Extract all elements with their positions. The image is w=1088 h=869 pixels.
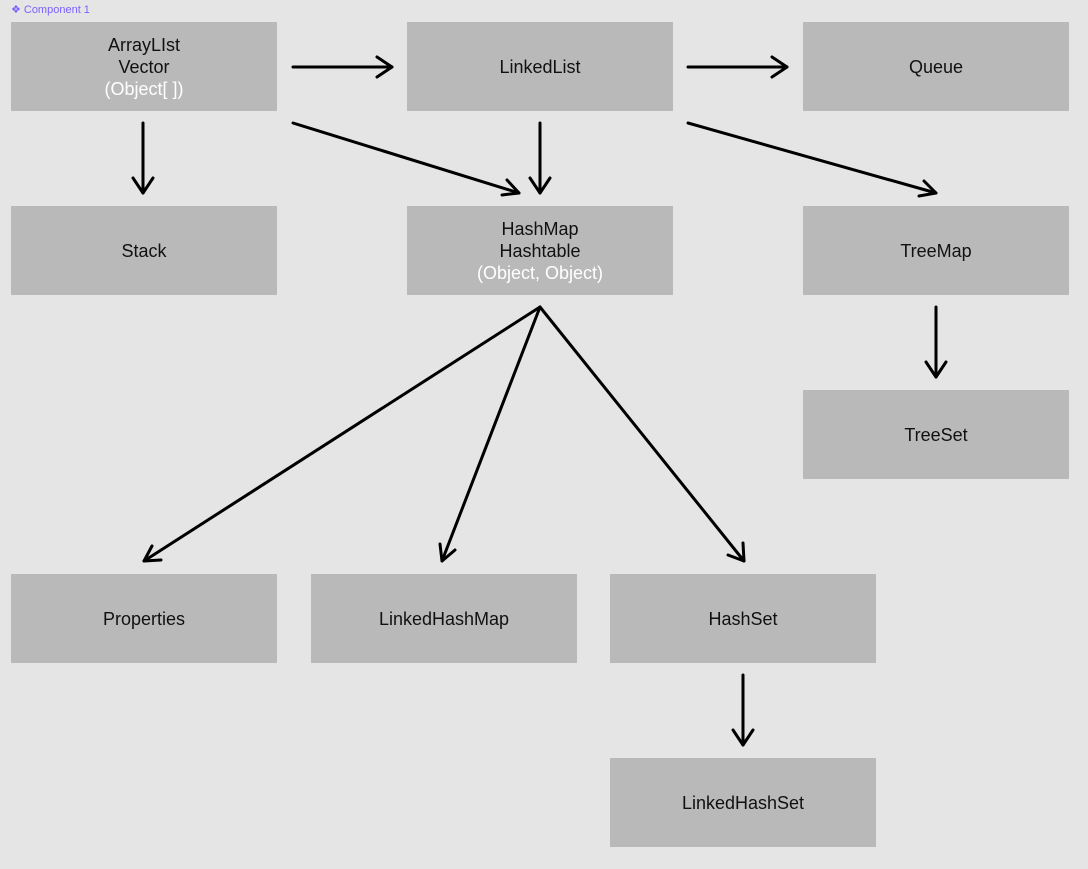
- node-properties[interactable]: Properties: [11, 574, 277, 663]
- edge-linkedlist-queue: [686, 55, 789, 79]
- node-label: HashSet: [708, 608, 778, 629]
- node-label: Vector: [118, 56, 170, 77]
- node-linkedlist[interactable]: LinkedList: [407, 22, 673, 111]
- edge-arraylist-linkedlist: [291, 55, 394, 79]
- component-icon: ❖: [11, 3, 21, 16]
- node-label: TreeSet: [904, 424, 968, 445]
- node-label: TreeMap: [900, 240, 972, 261]
- edge-hashmap-properties: [142, 305, 542, 563]
- node-label: Hashtable: [499, 240, 581, 261]
- node-type-label: (Object, Object): [476, 262, 604, 283]
- edge-treemap-treeset: [924, 305, 948, 379]
- node-label: LinkedHashMap: [378, 608, 510, 629]
- node-label: Stack: [121, 240, 167, 261]
- node-hashmap-hashtable[interactable]: HashMap Hashtable (Object, Object): [407, 206, 673, 295]
- node-linkedhashmap[interactable]: LinkedHashMap: [311, 574, 577, 663]
- node-label: LinkedList: [499, 56, 581, 77]
- edge-linkedlist-hashmap: [528, 121, 552, 195]
- component-label[interactable]: ❖ Component 1: [11, 4, 90, 16]
- node-label: HashMap: [501, 218, 579, 239]
- edge-arraylist-stack: [131, 121, 155, 195]
- node-label: Properties: [102, 608, 186, 629]
- node-treeset[interactable]: TreeSet: [803, 390, 1069, 479]
- node-queue[interactable]: Queue: [803, 22, 1069, 111]
- edge-arraylist-hashmap: [291, 121, 521, 197]
- node-arraylist-vector[interactable]: ArrayLIst Vector (Object[ ]): [11, 22, 277, 111]
- node-label: Queue: [908, 56, 964, 77]
- node-label: LinkedHashSet: [681, 792, 805, 813]
- edge-hashmap-linkedhashmap: [438, 305, 542, 563]
- edge-hashmap-hashset: [538, 305, 746, 563]
- node-type-label: (Object[ ]): [104, 78, 184, 99]
- node-hashset[interactable]: HashSet: [610, 574, 876, 663]
- edge-linkedlist-treemap: [686, 121, 938, 198]
- node-treemap[interactable]: TreeMap: [803, 206, 1069, 295]
- edge-hashset-linkedhashset: [731, 673, 755, 747]
- node-label: ArrayLIst: [107, 34, 181, 55]
- node-stack[interactable]: Stack: [11, 206, 277, 295]
- component-label-text: Component 1: [23, 4, 90, 16]
- node-linkedhashset[interactable]: LinkedHashSet: [610, 758, 876, 847]
